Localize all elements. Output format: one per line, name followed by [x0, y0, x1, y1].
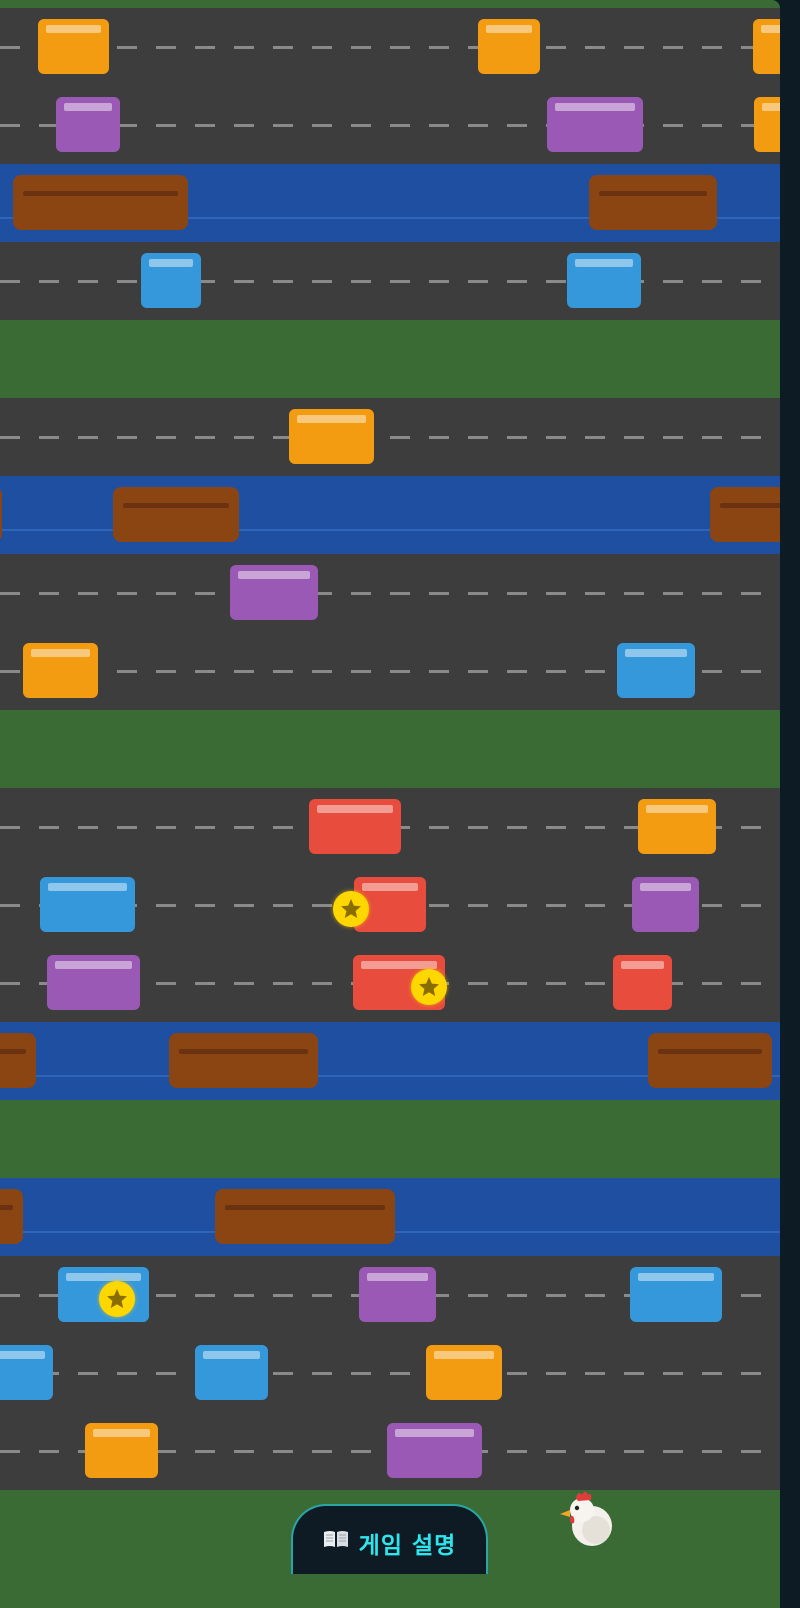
car [230, 565, 318, 620]
coin [333, 891, 369, 927]
car [309, 799, 401, 854]
road-lane [0, 86, 780, 164]
log [0, 1189, 23, 1244]
log [13, 175, 188, 230]
grass-lane [0, 0, 780, 8]
log [648, 1033, 772, 1088]
lane-divider [0, 670, 780, 673]
star-icon [107, 1289, 127, 1308]
log [169, 1033, 318, 1088]
lane-divider [0, 592, 780, 595]
car [387, 1423, 482, 1478]
lane-divider [0, 1372, 780, 1375]
car [40, 877, 135, 932]
lane-divider [0, 280, 780, 283]
grass-lane [0, 710, 780, 788]
car [638, 799, 716, 854]
road-lane [0, 1412, 780, 1490]
river-lane [0, 164, 780, 242]
road-lane [0, 554, 780, 632]
river-ripple [0, 1075, 780, 1077]
log [710, 487, 780, 542]
game-board[interactable]: 게임 설명 [0, 0, 780, 1608]
lane-divider [0, 46, 780, 49]
car [38, 19, 109, 74]
star-icon [341, 899, 361, 918]
car [753, 19, 780, 74]
log [0, 1033, 36, 1088]
car [47, 955, 140, 1010]
car [617, 643, 695, 698]
river-lane [0, 1178, 780, 1256]
grass-lane [0, 1100, 780, 1178]
car [613, 955, 672, 1010]
game-help-button[interactable]: 게임 설명 [291, 1504, 488, 1574]
road-lane [0, 242, 780, 320]
log [113, 487, 239, 542]
help-button-label: 게임 설명 [358, 1533, 457, 1559]
book-icon [323, 1531, 348, 1547]
car [754, 97, 780, 152]
road-lane [0, 632, 780, 710]
car [567, 253, 641, 308]
lane-divider [0, 124, 780, 127]
road-lane [0, 1334, 780, 1412]
car [85, 1423, 158, 1478]
car [289, 409, 374, 464]
car [195, 1345, 268, 1400]
car [0, 1345, 53, 1400]
river-lane [0, 476, 780, 554]
road-lane [0, 866, 780, 944]
river-ripple [0, 217, 780, 219]
road-lane [0, 398, 780, 476]
coin [99, 1281, 135, 1317]
road-lane [0, 944, 780, 1022]
car [56, 97, 120, 152]
car [547, 97, 643, 152]
car [426, 1345, 502, 1400]
log [0, 487, 2, 542]
car [23, 643, 98, 698]
coin [411, 969, 447, 1005]
chicken-icon[interactable] [556, 1486, 620, 1550]
star-icon [419, 977, 439, 996]
car [478, 19, 540, 74]
log [215, 1189, 395, 1244]
car [632, 877, 699, 932]
car [630, 1267, 722, 1322]
river-lane [0, 1022, 780, 1100]
car [141, 253, 201, 308]
road-lane [0, 788, 780, 866]
river-ripple [0, 529, 780, 531]
lane-divider [0, 436, 780, 439]
log [589, 175, 717, 230]
grass-lane [0, 320, 780, 398]
car [359, 1267, 436, 1322]
road-lane [0, 8, 780, 86]
